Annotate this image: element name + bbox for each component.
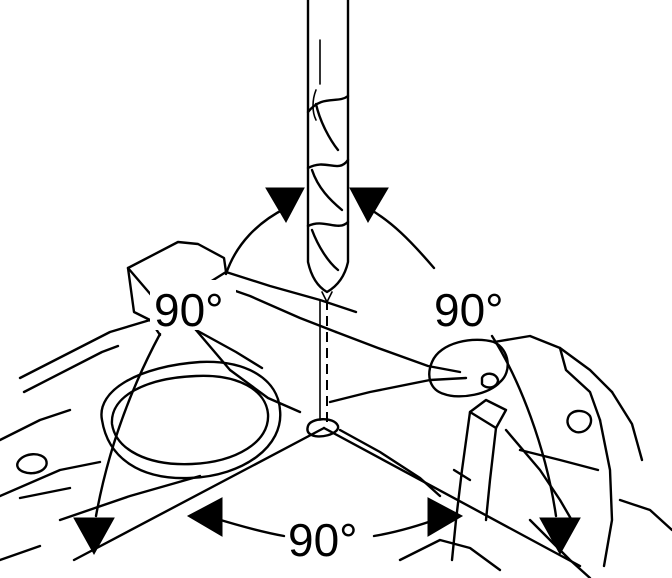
arrow-head-bottom-left [186,497,223,537]
angle-label-top-right-group: 90° [432,280,518,336]
workpiece-casting [0,240,672,578]
arrow-head-right [539,517,581,556]
arrow-head-top-right [349,187,389,224]
arrow-head-bottom-right [427,497,464,537]
angle-label-bottom: 90° [288,514,358,566]
angle-arc-top-right [349,187,436,270]
arrow-head-top-left [265,187,305,224]
angle-arc-bottom [186,497,464,538]
drill-bit [306,0,350,304]
angle-arc-left [73,332,162,556]
angle-label-top-left: 90° [154,284,224,336]
angle-label-top-left-group: 90° [150,280,236,336]
angle-label-bottom-group: 90° [286,510,372,566]
angle-label-top-right: 90° [434,284,504,336]
reference-axes [72,426,582,568]
angle-arc-right [490,334,581,556]
angle-arc-top-left [224,187,305,276]
arrow-head-left [73,517,115,556]
